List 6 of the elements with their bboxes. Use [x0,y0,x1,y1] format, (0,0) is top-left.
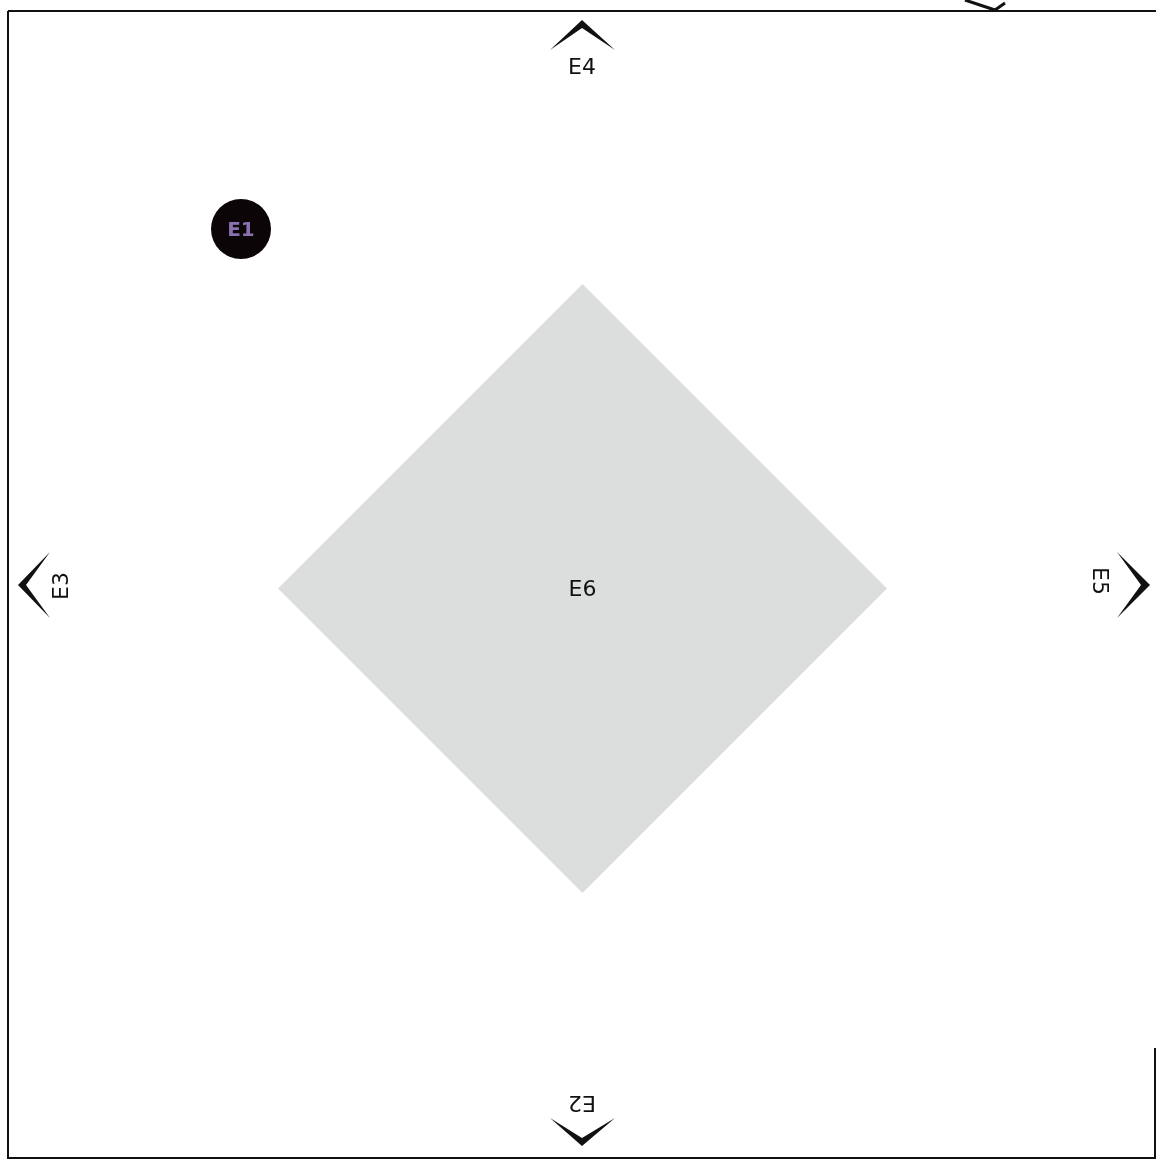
direction-label: E5 [1088,567,1111,595]
direction-label: E3 [49,572,72,600]
node-label: E1 [227,217,255,241]
node-label: E6 [568,576,597,601]
direction-label: E2 [568,1092,596,1114]
direction-label: E4 [568,56,596,78]
